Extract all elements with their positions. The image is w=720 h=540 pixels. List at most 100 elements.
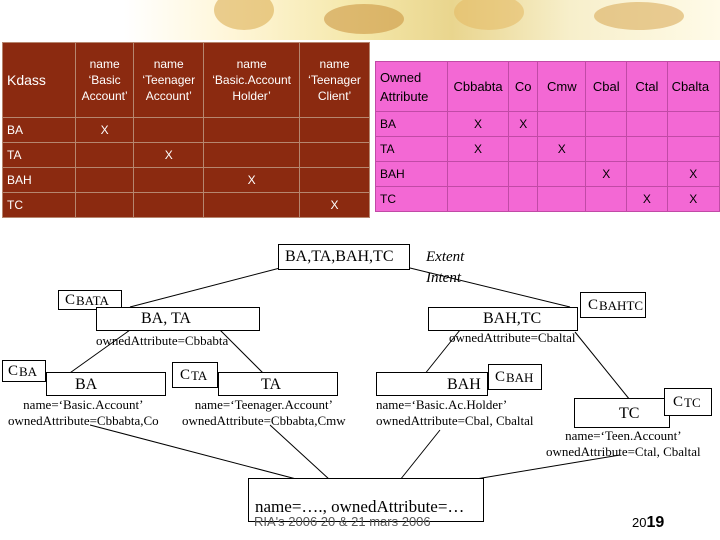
tag-main: C	[8, 363, 19, 379]
concept-node-cta: TA	[218, 372, 338, 396]
table-cell: X	[666, 186, 720, 212]
tag-sub: BAHTC	[599, 298, 644, 313]
table-cell	[446, 161, 510, 187]
row-label: TC	[375, 186, 448, 212]
table-cell	[585, 186, 628, 212]
page-number: 2019	[632, 514, 664, 532]
concept-attr-cta: name=‘Teenager.Account’ownedAttribute=Cb…	[182, 397, 346, 428]
table-cell	[75, 142, 135, 168]
table-row: BA X X	[375, 111, 720, 137]
table-row: TC X X	[375, 186, 720, 212]
concept-attr-cbahtc: ownedAttribute=Cbaltal	[449, 330, 576, 345]
tag-sub: TC	[684, 395, 701, 410]
tag-main: C	[673, 394, 684, 410]
table-cell: X	[666, 161, 720, 187]
edge-cbahtc-to-cbah	[419, 329, 461, 381]
column-header: Cbal	[585, 61, 628, 112]
table-cell	[585, 111, 628, 137]
table-row: BA X	[1, 117, 370, 143]
footer-text: RIA's 2006 20 & 21 mars 2006	[254, 514, 431, 529]
node-label: BAH	[447, 376, 481, 393]
concept-tag-ctc: C TC	[664, 388, 712, 416]
table-cell	[75, 192, 135, 218]
table-cell	[666, 136, 720, 162]
table-cell	[508, 186, 539, 212]
table-cell: X	[75, 117, 135, 143]
node-label: TC	[619, 405, 640, 422]
concept-node-cbata: BA, TA	[96, 307, 260, 331]
intent-label: Intent	[426, 270, 461, 286]
lattice-bottom-node: name=…., ownedAttribute=…	[248, 478, 484, 522]
table-cell	[537, 186, 587, 212]
table-cell	[626, 161, 668, 187]
concept-attr-cbata: ownedAttribute=Cbbabta	[96, 333, 229, 348]
extent-label: Extent	[426, 249, 465, 265]
column-header: Ctal	[626, 61, 668, 112]
table-cell	[537, 161, 587, 187]
table-cell: X	[626, 186, 668, 212]
table-corner-label: Kdass	[1, 42, 77, 118]
tag-sub: BAH	[506, 370, 534, 385]
tag-sub: TA	[191, 368, 208, 383]
table-cell: X	[203, 167, 301, 193]
table-cell	[537, 111, 587, 137]
header-banner	[124, 0, 720, 40]
table-cell: X	[299, 192, 370, 218]
lattice-top-node: BA,TA,BAH,TC	[278, 244, 410, 270]
table-cell: X	[133, 142, 205, 168]
tag-sub: BA	[19, 364, 38, 379]
concept-attr-cbah: name=‘Basic.Ac.Holder’ownedAttribute=Cba…	[376, 397, 534, 428]
column-header: Cmw	[537, 61, 587, 112]
edge-cba-to-bottom	[89, 424, 301, 481]
row-label: TC	[1, 192, 77, 218]
node-label: name=…., ownedAttribute=…	[255, 497, 465, 516]
table-cell	[133, 117, 205, 143]
node-label: BA	[75, 376, 98, 393]
table-row: TA X	[1, 142, 370, 168]
concept-attr-ctc: name=‘Teen.Account’ownedAttribute=Ctal, …	[546, 428, 701, 459]
node-label: BAH,TC	[483, 310, 542, 327]
table-cell: X	[446, 136, 510, 162]
table-cell	[203, 142, 301, 168]
row-label: TA	[1, 142, 77, 168]
edge-cbahtc-to-ctc	[574, 331, 631, 401]
edge-top-to-cbahtc	[409, 267, 571, 308]
edge-ctc-to-bottom	[469, 454, 621, 481]
tag-main: C	[180, 367, 191, 383]
concept-tag-cbah: C BAH	[488, 364, 542, 390]
concept-node-cba: BA	[46, 372, 166, 396]
edge-cta-to-bottom	[269, 424, 331, 481]
concept-node-cbah: BAH	[376, 372, 488, 396]
node-label: BA,TA,BAH,TC	[285, 248, 394, 265]
column-header: Co	[508, 61, 539, 112]
tag-sub: BATA	[76, 293, 109, 308]
table-cell	[203, 117, 301, 143]
concept-tag-cba: C BA	[2, 360, 46, 382]
edge-cbah-to-bottom	[399, 429, 441, 481]
concept-node-cbahtc: BAH,TC	[428, 307, 578, 331]
table-cell: X	[585, 161, 628, 187]
concept-node-ctc: TC	[574, 398, 670, 428]
concept-tag-cbahtc: C BAHTC	[580, 292, 646, 318]
concept-tag-cbata: C BATA	[58, 290, 122, 310]
tag-main: C	[588, 297, 599, 313]
node-label: TA	[261, 376, 282, 393]
edge-cbata-to-cta	[219, 329, 271, 381]
edge-top-to-cbata	[129, 267, 281, 308]
table-cell	[133, 192, 205, 218]
node-label: BA, TA	[141, 310, 191, 327]
table-cell	[446, 186, 510, 212]
table-cell	[203, 192, 301, 218]
table-cell	[75, 167, 135, 193]
table-row: TC X	[1, 192, 370, 218]
table-row: BAH X X	[375, 161, 720, 187]
page-number-prefix: 20	[632, 515, 647, 530]
